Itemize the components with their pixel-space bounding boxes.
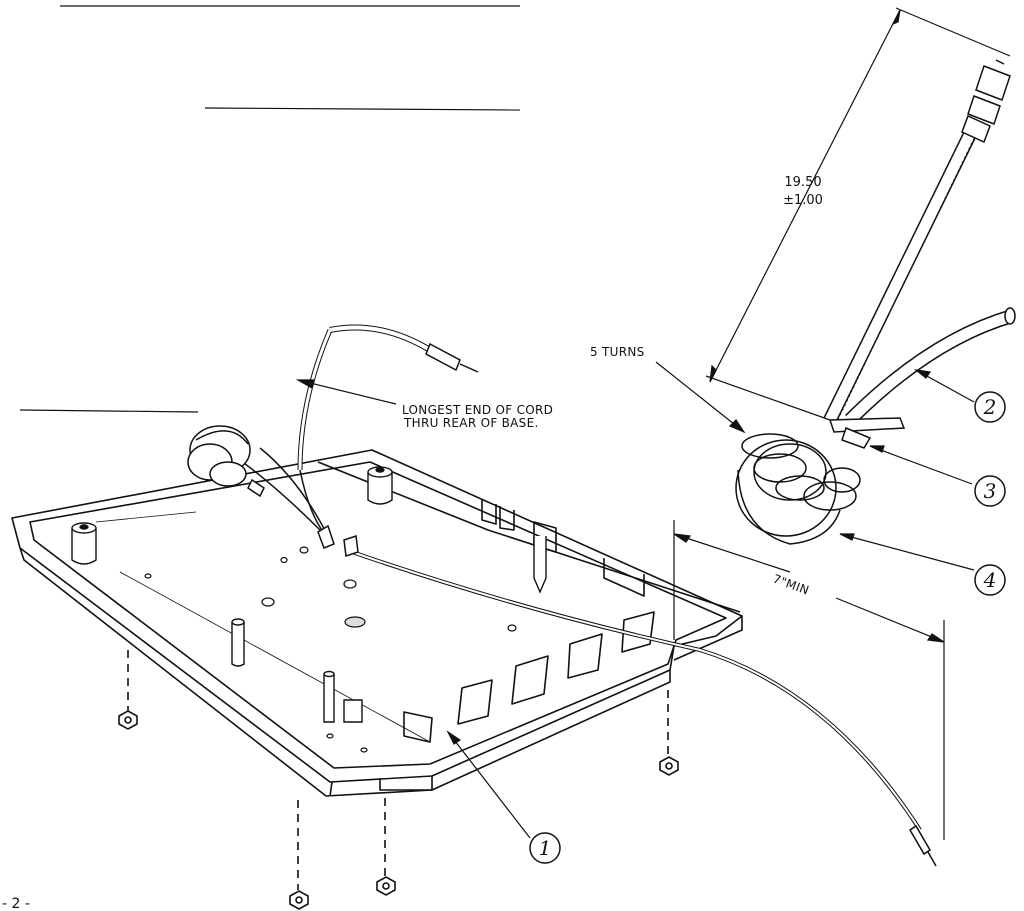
callout-circle-3 bbox=[974, 475, 1006, 507]
mounting-screws bbox=[118, 650, 679, 910]
callout-circle-1 bbox=[529, 832, 561, 864]
callout-circle-4 bbox=[974, 564, 1006, 596]
cord-inside-base bbox=[209, 324, 937, 867]
page-number: - 2 - bbox=[2, 896, 30, 911]
dimension-tolerance: ±1.00 bbox=[783, 193, 823, 208]
dimension-lines bbox=[673, 7, 1011, 840]
leaders bbox=[295, 361, 975, 839]
ferrite-coil-left bbox=[187, 425, 265, 498]
min-distance-label: 7"MIN bbox=[771, 572, 811, 598]
callout-number-1: 1 bbox=[539, 836, 552, 860]
callout-number-4: 4 bbox=[983, 568, 997, 592]
turns-label: 5 TURNS bbox=[590, 345, 645, 359]
detail-cord bbox=[735, 59, 1016, 545]
callout-numbers: 1 2 3 4 bbox=[539, 395, 997, 860]
callout-circles bbox=[529, 391, 1006, 864]
dimension-value: 19.50 bbox=[784, 175, 821, 190]
header-rules bbox=[19, 5, 521, 413]
cord-note-line-1: LONGEST END OF CORD bbox=[402, 403, 553, 417]
callout-number-2: 2 bbox=[983, 395, 997, 419]
standoffs bbox=[71, 466, 547, 723]
base-tray bbox=[11, 449, 743, 797]
callout-number-3: 3 bbox=[984, 479, 997, 503]
cord-note-line-2: THRU REAR OF BASE. bbox=[403, 416, 539, 430]
floor-holes bbox=[144, 546, 517, 753]
callout-circle-2 bbox=[974, 391, 1006, 423]
